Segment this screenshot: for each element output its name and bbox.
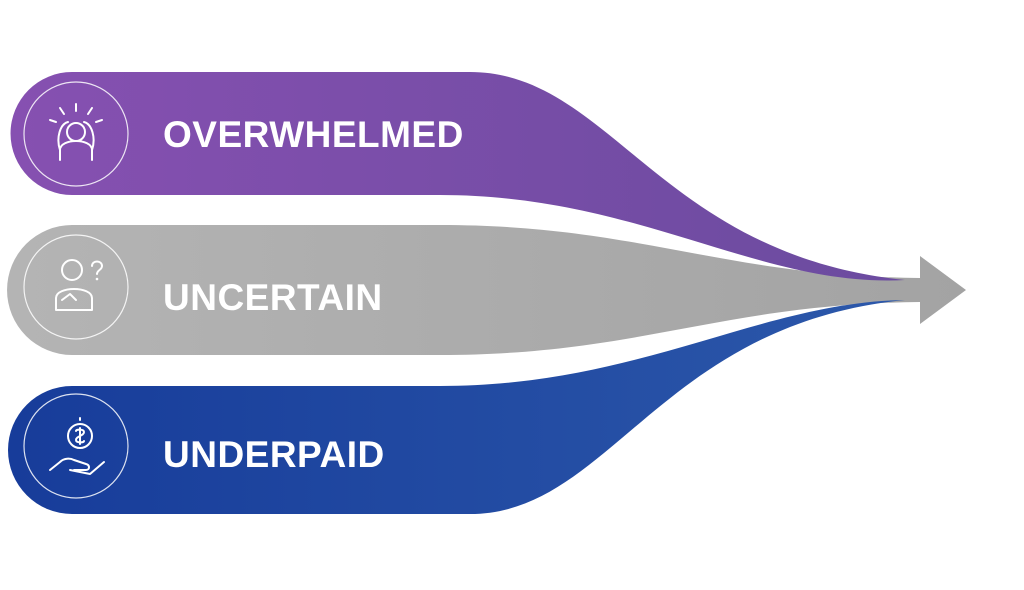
- underpaid-label: UNDERPAID: [163, 434, 385, 475]
- underpaid-icon-group: [23, 393, 129, 499]
- overwhelmed-icon-group: [23, 81, 129, 187]
- underpaid-band: [8, 300, 905, 514]
- coin-in-hand-icon: [49, 417, 105, 475]
- questioning-person-icon: [55, 259, 103, 311]
- stressed-person-icon: [49, 103, 103, 161]
- uncertain-icon-group: [23, 234, 129, 340]
- overwhelmed-band: [10, 72, 905, 281]
- overwhelmed-label: OVERWHELMED: [163, 114, 464, 155]
- uncertain-band: [7, 225, 967, 355]
- uncertain-label: UNCERTAIN: [163, 277, 383, 318]
